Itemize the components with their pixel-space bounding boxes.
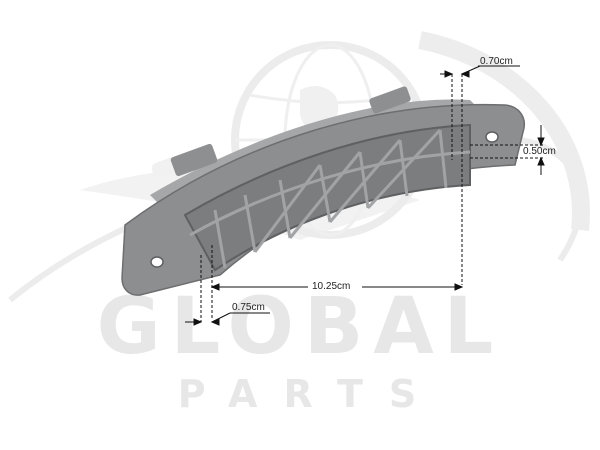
hinge-pin-right <box>369 86 411 114</box>
mounting-hole-left <box>150 256 164 268</box>
dimension-label-span-length: 10.25cm <box>312 281 351 292</box>
dimension-label-side-offset: 0.50cm <box>523 146 556 157</box>
mounting-hole-right <box>485 131 499 143</box>
dimension-label-top-width: 0.70cm <box>480 56 513 67</box>
hinge-pin-left <box>151 143 218 179</box>
dimension-label-bottom-width: 0.75cm <box>232 302 265 313</box>
